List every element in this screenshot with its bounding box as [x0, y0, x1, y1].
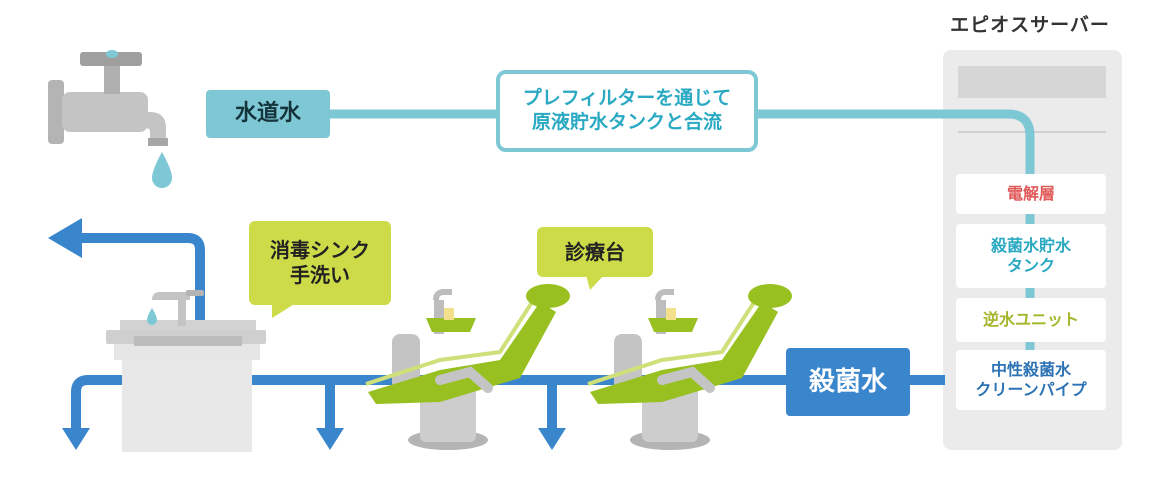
tap-water-line [330, 109, 1035, 360]
panel-backflow: 逆水ユニット [956, 298, 1106, 342]
sink-bubble: 消毒シンク 手洗い [249, 221, 391, 305]
panel-backflow-label: 逆水ユニット [982, 310, 1079, 329]
dental-chair-1-icon [365, 284, 570, 450]
chair-bubble-tail [586, 275, 604, 290]
prefilter-box: プレフィルターを通じて 原液貯水タンクと合流 [496, 70, 758, 152]
sink-line-2: 手洗い [290, 263, 350, 287]
panel-electrolysis-label: 電解層 [1006, 184, 1055, 203]
panel-pipe-line-2: クリーンパイプ [975, 380, 1087, 399]
tap-water-label: 水道水 [206, 90, 330, 138]
panel-pipe-line-1: 中性殺菌水 [990, 360, 1071, 379]
sterile-water-line [71, 233, 945, 428]
outlet-arrow-up [48, 218, 82, 258]
sink-icon [106, 290, 266, 452]
drain-arrow-chair1 [316, 428, 344, 450]
panel-tank-line-2: タンク [1006, 256, 1055, 275]
sink-bubble-tail [272, 303, 296, 318]
panel-tank-line-1: 殺菌水貯水 [990, 236, 1071, 255]
prefilter-line-1: プレフィルターを通じて [522, 87, 732, 110]
panel-pipe: 中性殺菌水 クリーンパイプ [956, 350, 1106, 410]
drain-arrow-chair2 [538, 428, 566, 450]
panel-tank: 殺菌水貯水 タンク [956, 224, 1106, 288]
prefilter-line-2: 原液貯水タンクと合流 [531, 111, 722, 133]
sink-line-1: 消毒シンク [270, 238, 370, 262]
arrow-heads [48, 218, 566, 450]
server-title: エピオスサーバー [950, 14, 1110, 36]
faucet-icon [48, 50, 172, 188]
dental-chair-2-icon [587, 284, 792, 450]
panel-electrolysis: 電解層 [956, 174, 1106, 214]
dental-chair-label: 診療台 [565, 239, 625, 264]
drain-arrow-sink [62, 428, 90, 450]
sterilized-water-label: 殺菌水 [786, 348, 910, 416]
dental-chair-bubble: 診療台 [537, 227, 653, 277]
